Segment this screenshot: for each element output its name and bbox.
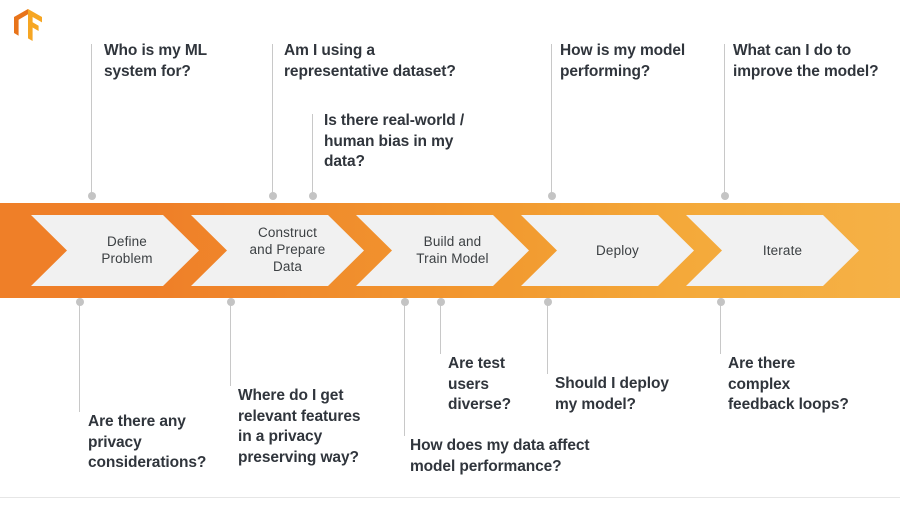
connector-line-below-5 <box>543 298 552 374</box>
connector-dot <box>308 192 317 200</box>
connector-dot <box>547 192 556 200</box>
question-above-1: Who is my ML system for? <box>104 42 207 80</box>
connector-line-below-3 <box>400 298 409 436</box>
question-below-2: Where do I get relevant features in a pr… <box>238 387 361 466</box>
connector-dot <box>75 298 84 306</box>
ml-workflow-band: Define Problem Construct and Prepare Dat… <box>0 203 900 298</box>
question-below-3: How does my data affect model performanc… <box>410 437 590 475</box>
chevron-label-5: Iterate <box>762 243 803 258</box>
connector-line-below-6 <box>716 298 725 354</box>
connector-dot <box>436 298 445 306</box>
chevron-label-4: Deploy <box>596 243 639 258</box>
chevron-shape-1[interactable] <box>31 215 199 286</box>
connector-dot <box>268 192 277 200</box>
connector-line-below-4 <box>436 298 445 354</box>
footer-divider <box>0 497 900 498</box>
connector-line-above-5 <box>720 44 729 200</box>
chevron-shape-2[interactable] <box>191 215 364 286</box>
question-below-6: Are there complex feedback loops? <box>728 355 849 413</box>
connector-dot <box>716 298 725 306</box>
question-below-5: Should I deploy my model? <box>555 375 669 413</box>
chevron-shape-3[interactable] <box>356 215 529 286</box>
chevron-label-2: Construct and Prepare Data <box>249 225 326 274</box>
chevron-label-1: Define Problem <box>101 234 153 266</box>
question-below-4: Are test users diverse? <box>448 355 511 413</box>
question-below-1: Are there any privacy considerations? <box>88 413 207 471</box>
question-above-2: Am I using a representative dataset? <box>284 42 456 80</box>
connector-dot <box>226 298 235 306</box>
connector-line-below-1 <box>75 298 84 412</box>
chevron-shape-5[interactable] <box>686 215 859 286</box>
connector-dot <box>400 298 409 306</box>
question-above-5: What can I do to improve the model? <box>733 42 879 80</box>
connector-dot <box>87 192 96 200</box>
question-above-3: Is there real-world / human bias in my d… <box>324 112 465 170</box>
chevron-row: Define Problem Construct and Prepare Dat… <box>0 203 900 298</box>
question-above-4: How is my model performing? <box>560 42 686 80</box>
chevron-shapes <box>31 215 859 286</box>
chevron-shape-4[interactable] <box>521 215 694 286</box>
connector-line-above-2 <box>268 44 277 200</box>
tensorflow-logo-icon <box>14 9 42 41</box>
connector-line-above-1 <box>87 44 96 200</box>
connector-dot <box>720 192 729 200</box>
connector-line-above-4 <box>547 44 556 200</box>
connector-dot <box>543 298 552 306</box>
connector-line-below-2 <box>226 298 235 386</box>
connector-line-above-3 <box>308 114 317 200</box>
chevron-label-3: Build and Train Model <box>416 234 489 266</box>
